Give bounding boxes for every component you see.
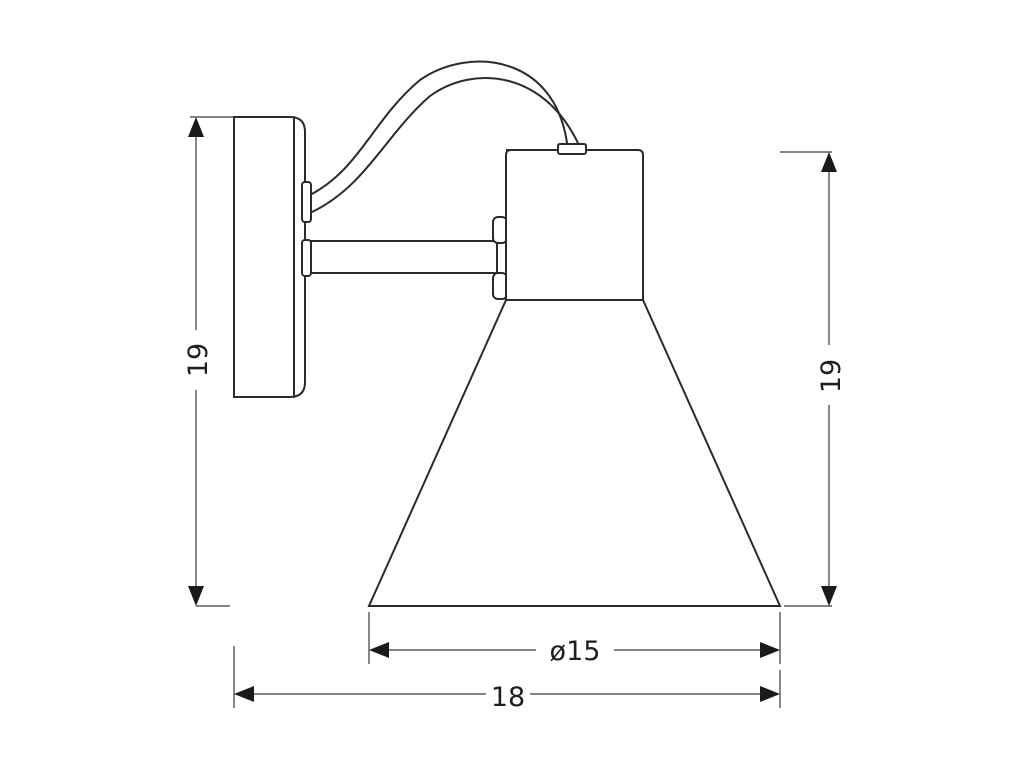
adjustment-knob xyxy=(492,216,508,244)
height-label-right: 19 xyxy=(816,359,847,393)
arrowhead-left xyxy=(234,686,254,702)
lamp-shade xyxy=(367,299,782,607)
wall-lamp xyxy=(233,60,782,607)
height-label-left: 19 xyxy=(183,343,214,377)
arrowhead-down xyxy=(188,586,204,606)
power-cable xyxy=(307,60,583,213)
diameter-dimension: ø15 xyxy=(368,612,781,668)
plate-screw xyxy=(301,239,312,277)
arrowhead-right xyxy=(760,642,780,658)
adjustment-knob xyxy=(492,272,508,300)
diameter-label: ø15 xyxy=(550,636,601,667)
width-dimension: 18 xyxy=(233,646,781,714)
plate-screw xyxy=(301,181,312,223)
socket-housing xyxy=(505,143,644,301)
wall-plate xyxy=(233,116,306,398)
width-label: 18 xyxy=(491,682,525,713)
lamp-arm xyxy=(310,240,498,274)
height-dimension-left: 19 xyxy=(180,116,234,607)
arrowhead-right xyxy=(760,686,780,702)
arrowhead-up xyxy=(188,117,204,137)
arrowhead-left xyxy=(369,642,389,658)
height-dimension-right: 19 xyxy=(780,151,847,607)
arrowhead-down xyxy=(821,586,837,606)
arrowhead-up xyxy=(821,152,837,172)
